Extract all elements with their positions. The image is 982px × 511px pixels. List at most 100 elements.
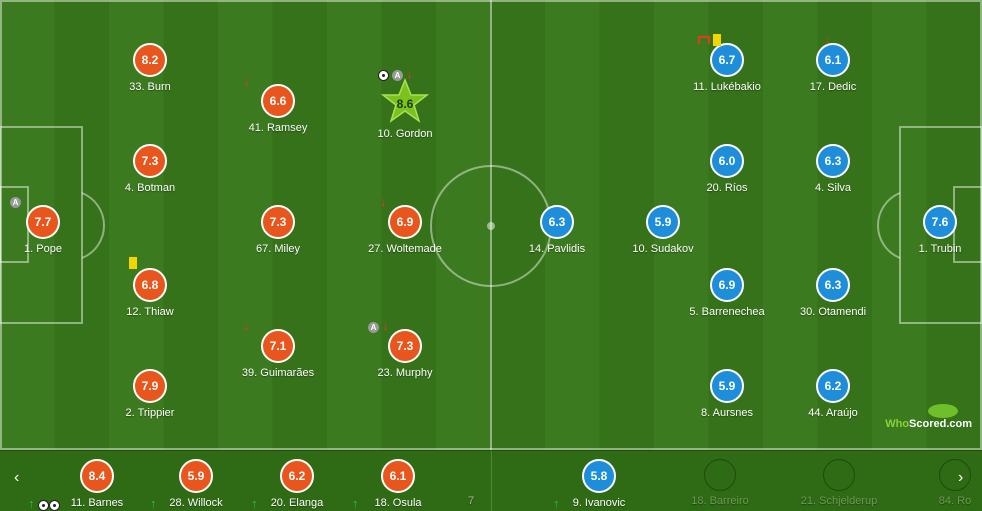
arrow-down-icon: ↓ (382, 318, 389, 333)
captain-icon: A (10, 196, 21, 208)
arrow-down-icon: ↓ (824, 32, 831, 47)
captain-icon: A (392, 69, 404, 81)
player-name: 4. Silva (814, 182, 852, 194)
player-sudakov[interactable]: 5.9 10. Sudakov (603, 205, 723, 255)
rating-bubble: 6.3 (816, 144, 850, 178)
rating-bubble: 6.3 (540, 205, 574, 239)
player-gordon[interactable]: 8.6 A ↓ 10. Gordon (345, 66, 465, 140)
bench-player-schjelderup[interactable]: 21. Schjelderup (779, 459, 899, 507)
rating-bubble: 7.7 A (10, 196, 60, 239)
player-name: 33. Burn (129, 81, 171, 93)
arrow-down-icon: ↓ (380, 194, 387, 209)
player-name: 5. Barrenechea (689, 306, 765, 318)
arrow-down-icon: ↓ (243, 73, 250, 88)
player-name: 20. Ríos (706, 182, 748, 194)
player-name: 44. Araújo (808, 407, 858, 419)
player-name: 18. Osula (374, 497, 422, 509)
player-burn[interactable]: 8.2 33. Burn (90, 43, 210, 93)
rating-bubble: 6.9 (710, 268, 744, 302)
player-otamendi[interactable]: 6.3 30. Otamendi (773, 268, 893, 318)
player-name: 67. Miley (255, 243, 301, 255)
rating-bubble: 6.9 ↓ (380, 194, 422, 239)
player-name: 7 (467, 495, 475, 507)
player-name: 17. Dedic (809, 81, 857, 93)
arrow-up-icon: ↑ (553, 496, 560, 511)
ball-icon (378, 69, 389, 81)
captain-icon: A (368, 321, 379, 333)
player-name: 84. Ro (938, 495, 972, 507)
player-botman[interactable]: 7.3 4. Botman (90, 144, 210, 194)
player-trippier[interactable]: 7.9 2. Trippier (90, 369, 210, 419)
rating-bubble: 6.8 (129, 257, 167, 302)
player-name: 11. Lukébakio (693, 81, 761, 93)
yellow-card-icon (713, 34, 722, 47)
arrow-down-icon: ↓ (243, 318, 250, 333)
rating-bubble: 6.1 ↓ (816, 32, 850, 77)
player-name: 14. Pavlidis (528, 243, 586, 255)
player-name: 23. Murphy (377, 367, 433, 379)
rating-bubble: 5.9 (710, 369, 744, 403)
player-lukebakio[interactable]: 6.7 11. Lukébakio (667, 34, 787, 93)
bench-player-willock[interactable]: 5.9 ↑ 28. Willock (136, 459, 256, 511)
player-dedic[interactable]: 6.1 ↓ 17. Dedic (773, 32, 893, 93)
man-of-the-match-star: 8.6 A ↓ (378, 66, 430, 124)
bench-player-osula[interactable]: 6.1 ↑ 18. Osula (338, 459, 458, 511)
rating-bubble: 6.2 (816, 369, 850, 403)
bench-prev-button[interactable]: ‹ (14, 469, 20, 486)
arrow-up-icon: ↑ (251, 496, 258, 511)
player-name: 21. Schjelderup (800, 495, 878, 507)
ball-icon (48, 499, 60, 511)
bench-player-barreiro[interactable]: 18. Barreiro (660, 459, 780, 507)
pitch-lines (0, 0, 982, 450)
rating-bubble: 7.6 (923, 205, 957, 239)
arrow-up-icon: ↑ (352, 496, 359, 511)
player-rios[interactable]: 6.0 20. Ríos (667, 144, 787, 194)
player-woltemade[interactable]: 6.9 ↓ 27. Woltemade (345, 194, 465, 255)
rating-bubble: 7.1 ↓ (243, 318, 295, 363)
player-name: 27. Woltemade (368, 243, 442, 255)
rating-bubble: 7.3 (261, 205, 295, 239)
goalpost-icon (698, 36, 710, 45)
player-name: 2. Trippier (125, 407, 175, 419)
player-name: 30. Otamendi (799, 306, 867, 318)
player-ramsey[interactable]: 6.6 ↓ 41. Ramsey (218, 73, 338, 134)
bench-player-partial-away[interactable]: 84. Ro (925, 459, 982, 507)
player-barrenechea[interactable]: 6.9 5. Barrenechea (667, 268, 787, 318)
bench-divider (491, 451, 492, 511)
player-miley[interactable]: 7.3 67. Miley (218, 205, 338, 255)
arrow-down-icon: ↓ (406, 66, 413, 81)
rating-bubble (704, 459, 736, 491)
player-name: 12. Thiaw (126, 306, 174, 318)
player-pavlidis[interactable]: 6.3 14. Pavlidis (497, 205, 617, 255)
player-name: 28. Willock (169, 497, 223, 509)
rating-bubble: 6.3 (816, 268, 850, 302)
whoscored-logo[interactable]: WhoScored.com (885, 418, 972, 430)
player-name: 11. Barnes (70, 497, 124, 509)
player-name: 9. Ivanovic (572, 497, 626, 509)
player-thiaw[interactable]: 6.8 12. Thiaw (90, 257, 210, 318)
player-name: 1. Trubin (918, 243, 962, 255)
player-aursnes[interactable]: 5.9 8. Aursnes (667, 369, 787, 419)
bench-player-elanga[interactable]: 6.2 ↑ 20. Elanga (237, 459, 357, 511)
rating-bubble (823, 459, 855, 491)
bench-player-ivanovic[interactable]: 5.8 ↑ 9. Ivanovic (539, 459, 659, 511)
rating-bubble: 7.3 (133, 144, 167, 178)
player-araujo[interactable]: 6.2 44. Araújo (773, 369, 893, 419)
player-guimaraes[interactable]: 7.1 ↓ 39. Guimarães (218, 318, 338, 379)
rating-bubble: 5.9 (646, 205, 680, 239)
player-silva[interactable]: 6.3 4. Silva (773, 144, 893, 194)
rating-bubble: 5.8 ↑ (553, 459, 616, 511)
player-name: 8. Aursnes (701, 407, 753, 419)
player-murphy[interactable]: 7.3 A ↓ 23. Murphy (345, 318, 465, 379)
bench-player-partial[interactable]: 7 (456, 459, 486, 507)
rating-bubble: 8.2 (133, 43, 167, 77)
rating-bubble: 6.6 ↓ (243, 73, 295, 118)
player-trubin[interactable]: 7.6 1. Trubin (880, 205, 982, 255)
player-name: 41. Ramsey (248, 122, 308, 134)
player-name: 10. Gordon (377, 128, 433, 140)
player-pope[interactable]: 7.7 A 1. Pope (0, 196, 103, 255)
bench-player-barnes[interactable]: 8.4 ↑ 11. Barnes (28, 459, 157, 511)
rating-bubble: 8.4 ↑ (28, 459, 114, 511)
player-name: 4. Botman (124, 182, 176, 194)
player-name: 18. Barreiro (691, 495, 749, 507)
